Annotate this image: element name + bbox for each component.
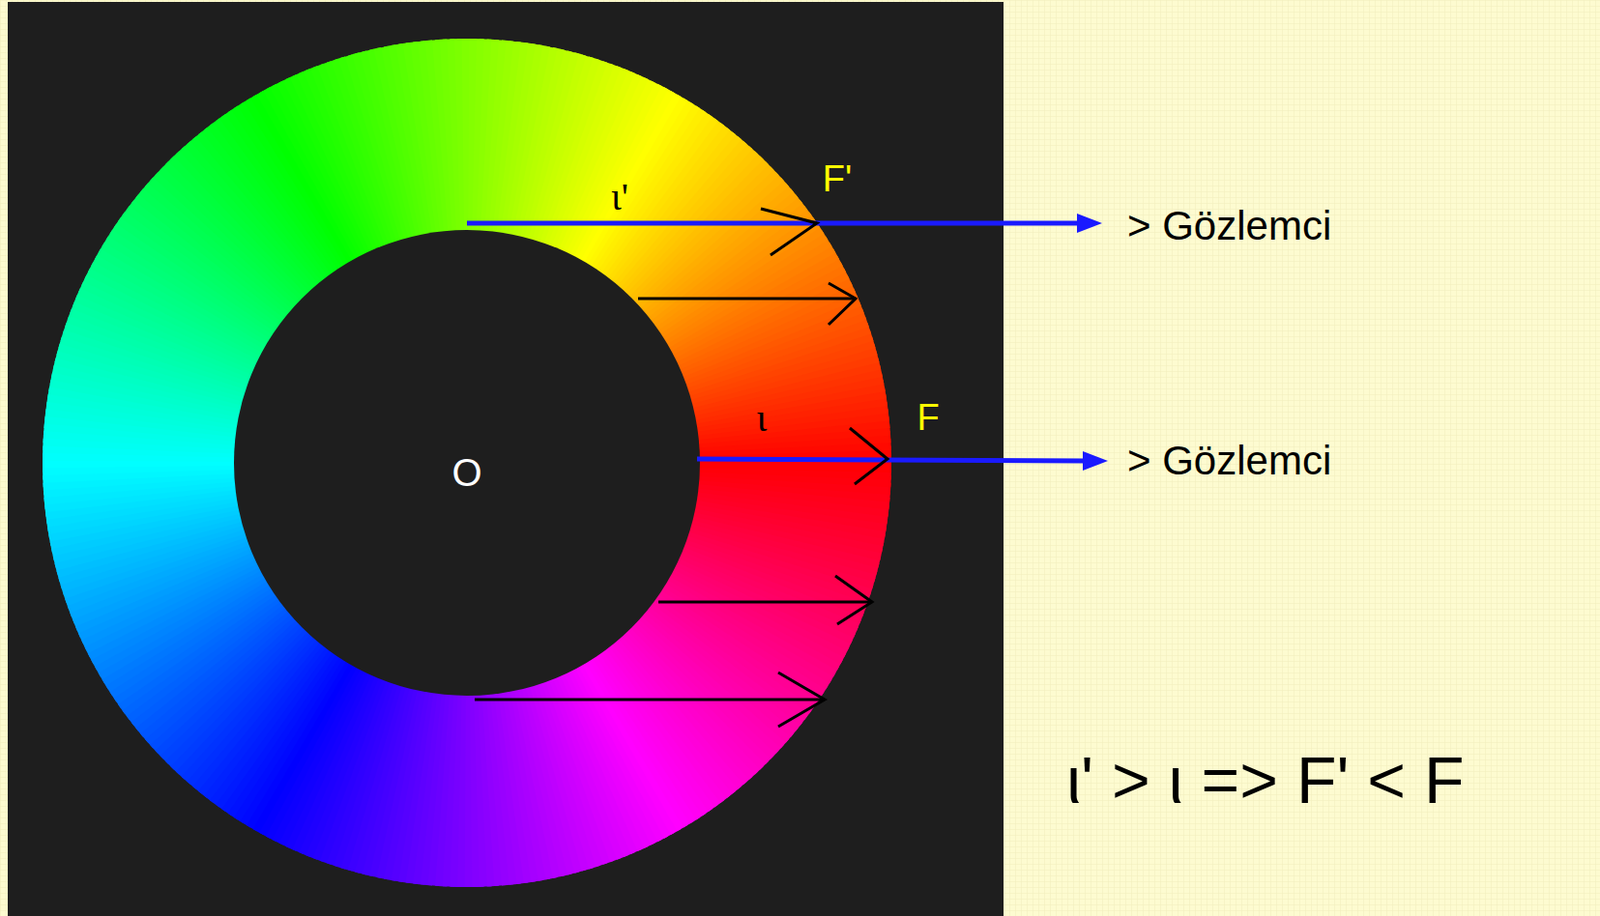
ray-line xyxy=(658,601,873,605)
arrow-chevron xyxy=(778,672,825,728)
arrow-chevron xyxy=(835,576,873,625)
point-label: F' xyxy=(822,159,852,201)
ray-line xyxy=(474,698,825,702)
color-wheel xyxy=(42,38,892,888)
relation-note: ι' > ι => F' < F xyxy=(1066,744,1464,817)
observer-label: > Gözlemci xyxy=(1127,203,1332,249)
ray-label: ι' xyxy=(610,175,629,219)
ray-label: ι xyxy=(756,397,768,440)
observer-ray xyxy=(697,459,1087,462)
observer-ray xyxy=(466,221,1081,227)
inner-disc xyxy=(233,230,700,697)
point-label: F xyxy=(916,398,939,439)
arrow-chevron xyxy=(760,208,817,256)
ray-arrows xyxy=(466,208,1108,728)
arrow-chevron xyxy=(849,428,888,485)
centre-label: O xyxy=(451,451,482,495)
arrow-chevron xyxy=(828,283,856,325)
arrow-head xyxy=(1082,451,1108,471)
observer-label: > Gözlemci xyxy=(1127,438,1332,484)
ray-line xyxy=(638,297,856,301)
arrow-head xyxy=(1076,213,1103,233)
hue-segment xyxy=(698,461,892,473)
